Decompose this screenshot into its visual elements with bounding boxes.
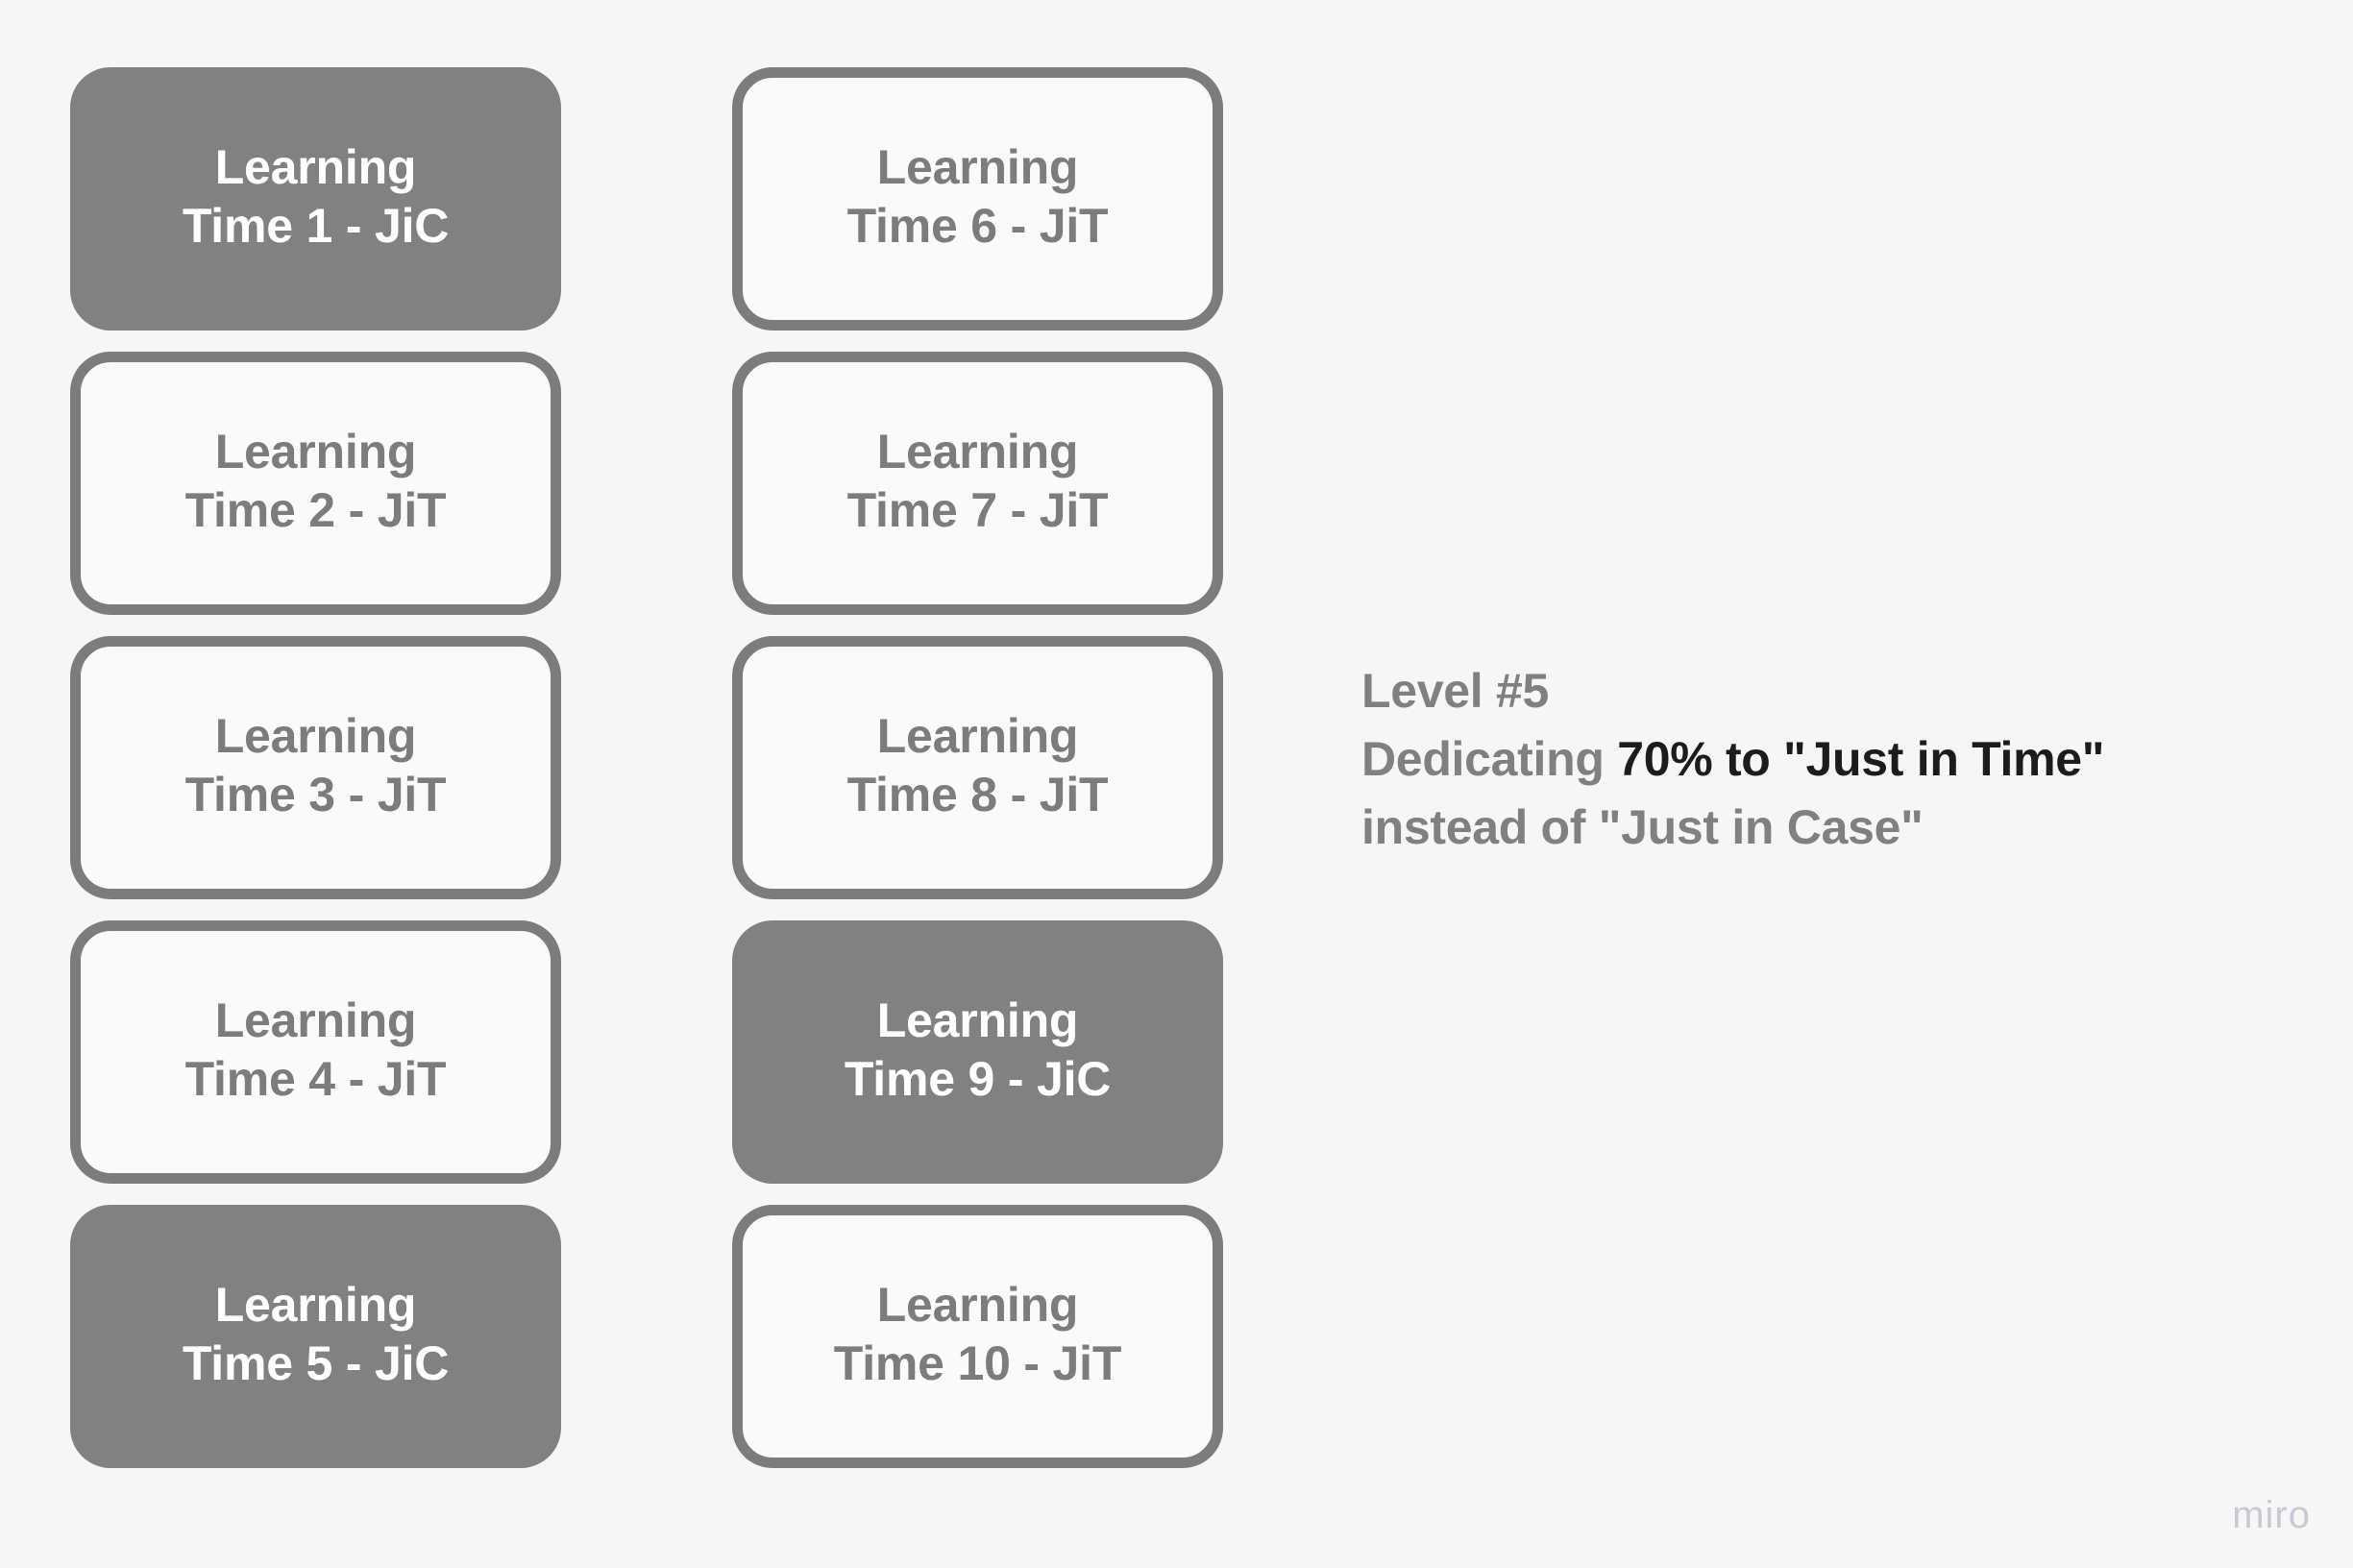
miro-watermark: miro — [2232, 1494, 2311, 1536]
annotation-text-block: Level #5 Dedicating 70% to "Just in Time… — [1361, 657, 2284, 862]
card-learning-time-8[interactable]: Learning Time 8 - JiT — [732, 636, 1223, 899]
card-learning-time-5[interactable]: Learning Time 5 - JiC — [70, 1205, 561, 1468]
annotation-body: Dedicating 70% to "Just in Time" — [1361, 725, 2284, 794]
annotation-body-suffix: instead of "Just in Case" — [1361, 800, 1924, 854]
card-learning-time-6[interactable]: Learning Time 6 - JiT — [732, 67, 1223, 331]
card-learning-time-10[interactable]: Learning Time 10 - JiT — [732, 1205, 1223, 1468]
annotation-body-emphasis: 70% to "Just in Time" — [1617, 732, 2105, 786]
card-learning-time-1[interactable]: Learning Time 1 - JiC — [70, 67, 561, 331]
card-learning-time-2[interactable]: Learning Time 2 - JiT — [70, 352, 561, 615]
card-column-2: Learning Time 6 - JiT Learning Time 7 - … — [732, 67, 1223, 1468]
card-learning-time-3[interactable]: Learning Time 3 - JiT — [70, 636, 561, 899]
card-column-1: Learning Time 1 - JiC Learning Time 2 - … — [70, 67, 561, 1468]
annotation-heading: Level #5 — [1361, 664, 1549, 718]
card-learning-time-7[interactable]: Learning Time 7 - JiT — [732, 352, 1223, 615]
card-learning-time-9[interactable]: Learning Time 9 - JiC — [732, 920, 1223, 1184]
card-learning-time-4[interactable]: Learning Time 4 - JiT — [70, 920, 561, 1184]
annotation-body-prefix: Dedicating — [1361, 732, 1618, 786]
